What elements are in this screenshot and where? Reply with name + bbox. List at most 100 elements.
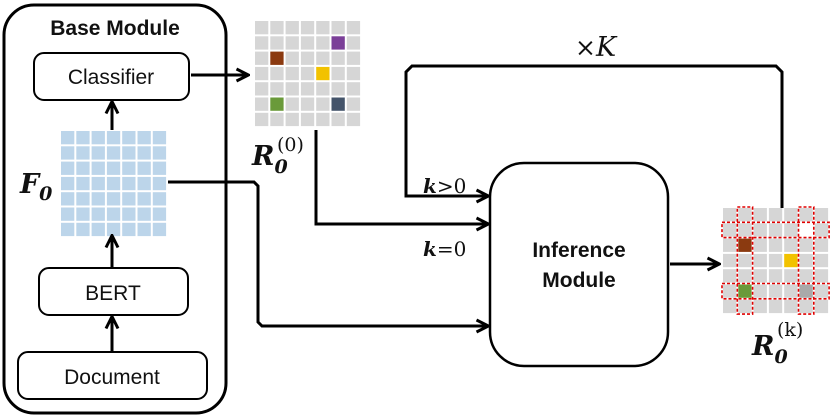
rk-grid-cell-colored (799, 284, 813, 298)
k-eq-0-label: k=0 (423, 237, 466, 261)
f0-grid-cell (76, 131, 90, 145)
r0-grid-cell (255, 82, 269, 96)
f0-grid-cell (137, 161, 151, 175)
r0-grid-cell (346, 82, 361, 96)
rk-grid-cell (768, 238, 783, 252)
r0-grid-cell (346, 97, 361, 111)
feature-grid-f0 (61, 131, 167, 237)
r0-grid-cell (270, 66, 284, 81)
rk-highlight-col (736, 206, 754, 315)
f0-grid-cell (106, 207, 121, 221)
f0-grid-cell (122, 192, 136, 206)
rk-grid-cell (768, 208, 783, 222)
rk-grid-cell-colored (799, 223, 813, 237)
rk-grid-cell (784, 223, 798, 237)
r0-grid-cell (316, 112, 330, 127)
document-label: Document (64, 366, 160, 389)
arrow-f0-to-inference (168, 180, 487, 326)
f0-grid-cell (152, 192, 167, 206)
r0-grid-cell (255, 21, 269, 35)
r0-superscript: (0) (277, 134, 304, 156)
rk-grid-cell-colored (738, 284, 752, 298)
r0-grid-cell-colored (316, 66, 330, 81)
f0-grid-cell (152, 161, 167, 175)
rk-grid-cell (738, 253, 752, 268)
relation-grid-rk (721, 206, 830, 315)
f0-grid-cell (152, 207, 167, 221)
rk-grid-cell (738, 269, 752, 283)
f0-grid-cell (152, 176, 167, 191)
rk-grid-cell (814, 253, 829, 268)
r0-label: R0 (251, 141, 288, 178)
f0-grid-cell (122, 207, 136, 221)
f0-grid-cell (137, 176, 151, 191)
r0-grid-cell (316, 21, 330, 35)
rk-grid-cell (738, 208, 752, 222)
r0-grid-cell (285, 97, 299, 111)
rk-grid-cell (753, 238, 767, 252)
r0-grid-cell (285, 112, 299, 127)
rk-grid-cell (753, 299, 767, 314)
inference-label-line1: Inference (532, 239, 625, 262)
r0-grid-cell (316, 97, 330, 111)
rk-grid-cell (768, 223, 783, 237)
f0-grid-cell (137, 146, 151, 160)
f0-grid-cell (152, 222, 167, 237)
f0-grid-cell (61, 176, 75, 191)
f0-grid-cell (91, 207, 105, 221)
rk-grid-cell (784, 238, 798, 252)
r0-grid-cell (285, 66, 299, 81)
rk-grid-cell (723, 223, 737, 237)
rk-grid-cell (784, 269, 798, 283)
r0-grid-cell (346, 112, 361, 127)
r0-grid-cell (316, 51, 330, 65)
rk-grid-cell (799, 253, 813, 268)
f0-grid-cell (76, 192, 90, 206)
f0-grid-cell (76, 222, 90, 237)
arrow-feedback-loop (404, 64, 784, 208)
r0-grid-cell (285, 36, 299, 50)
f0-grid-cell (91, 146, 105, 160)
rk-grid-cell (753, 253, 767, 268)
r0-grid-cell-colored (331, 36, 345, 50)
r0-grid-cell (300, 21, 315, 35)
f0-grid-cell (61, 131, 75, 145)
f0-grid-cell (61, 146, 75, 160)
r0-grid-cell-colored (270, 51, 284, 65)
rk-grid-cell (768, 284, 783, 298)
rk-grid-cell (799, 208, 813, 222)
f0-grid-cell (61, 192, 75, 206)
rk-grid-cell (723, 208, 737, 222)
k-gt-0-label: k>0 (423, 174, 466, 198)
r0-grid-cell (300, 66, 315, 81)
r0-grid-cell (316, 36, 330, 50)
r0-grid-cell (255, 51, 269, 65)
rk-grid-cell (799, 238, 813, 252)
rk-grid-cell (753, 284, 767, 298)
f0-grid-cell (122, 176, 136, 191)
r0-grid-cell (270, 82, 284, 96)
r0-grid-cell (300, 112, 315, 127)
rk-highlight-col (797, 206, 815, 315)
f0-grid-cell (122, 146, 136, 160)
f0-grid-cell (91, 176, 105, 191)
r0-grid-cell (346, 51, 361, 65)
f0-grid-cell (137, 222, 151, 237)
f0-grid-cell (106, 176, 121, 191)
r0-grid-cell (331, 112, 345, 127)
arrow-r0-to-inference (314, 130, 487, 224)
f0-grid-cell (152, 131, 167, 145)
rk-grid-cell (814, 208, 829, 222)
rk-grid-cell (753, 208, 767, 222)
f0-grid-cell (91, 222, 105, 237)
r0-grid-cell (331, 82, 345, 96)
f0-grid-cell (91, 192, 105, 206)
r0-grid-cell-colored (331, 97, 345, 111)
r0-grid-cell (331, 21, 345, 35)
r0-grid-cell (285, 51, 299, 65)
r0-grid-cell (346, 36, 361, 50)
f0-grid-cell (106, 146, 121, 160)
f0-grid-cell (76, 207, 90, 221)
rk-highlight-row (721, 221, 830, 239)
